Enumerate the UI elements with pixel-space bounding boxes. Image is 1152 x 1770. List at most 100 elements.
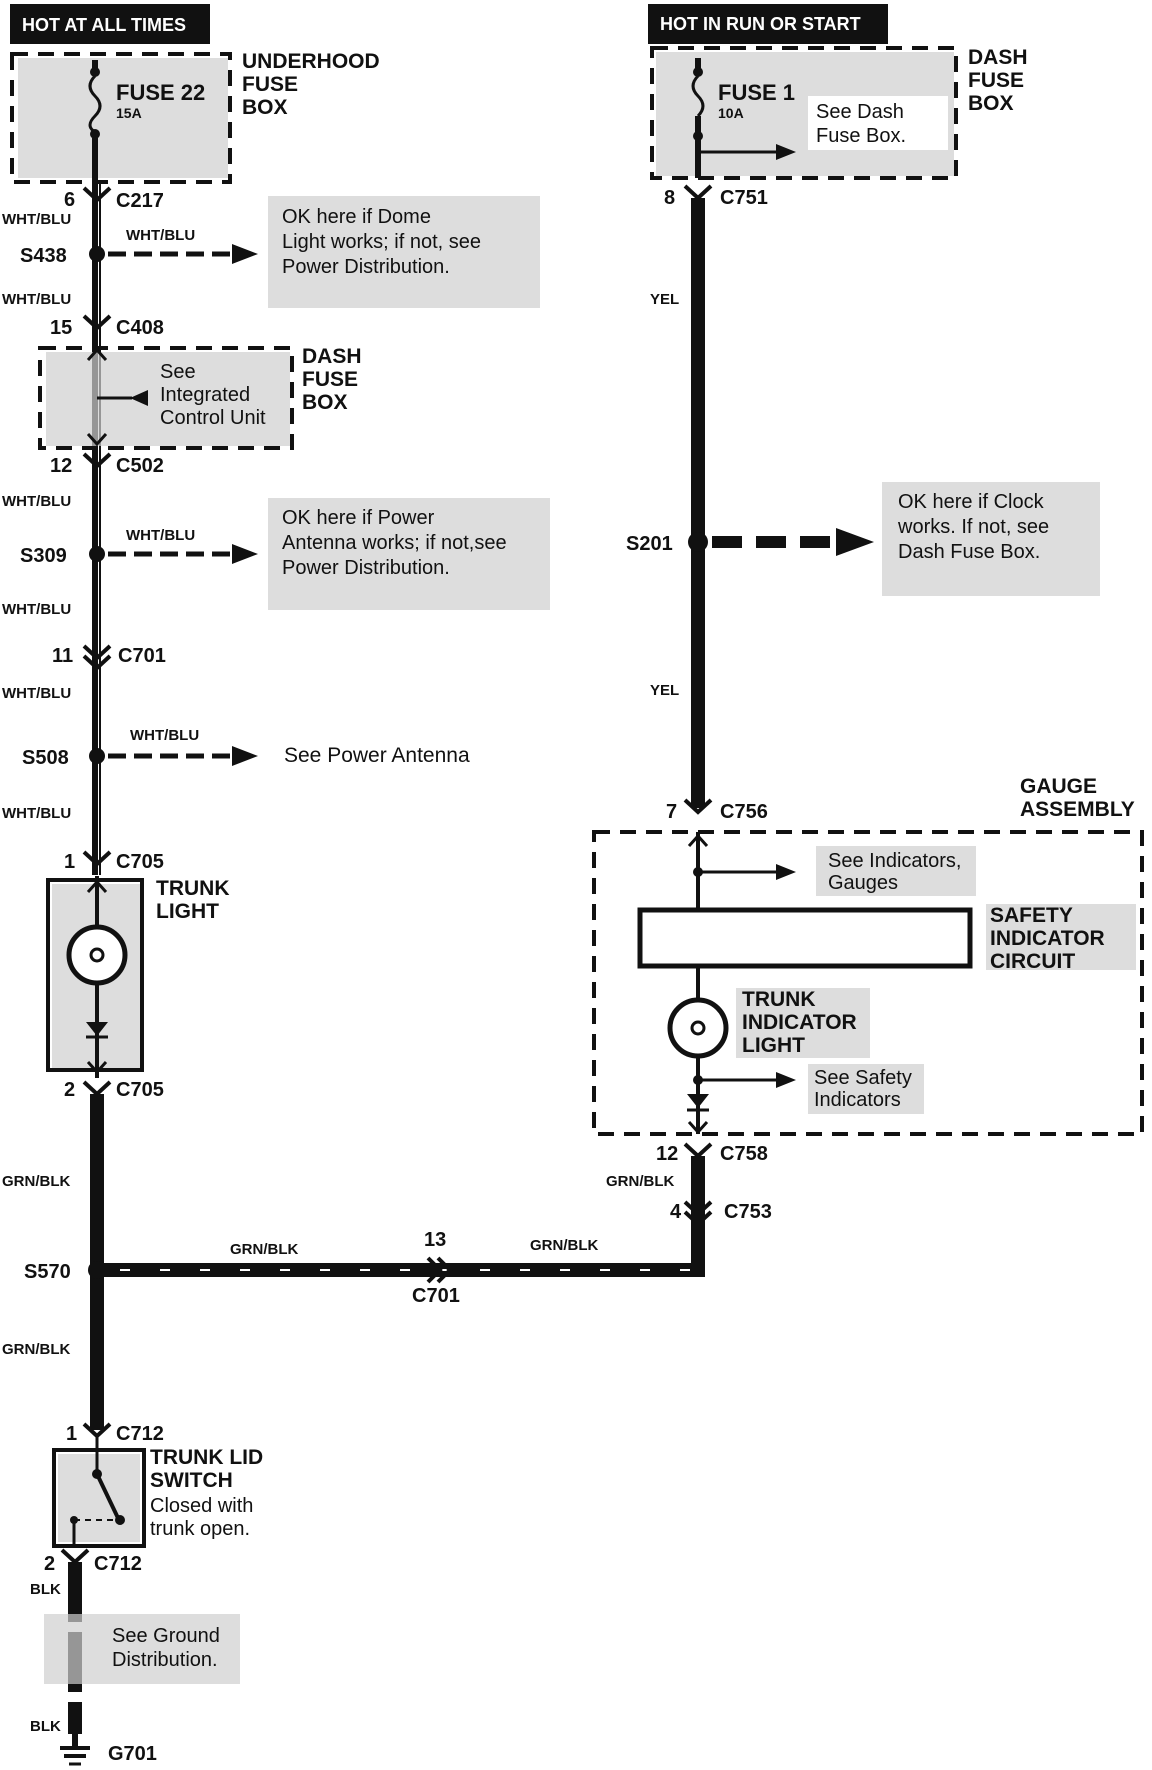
text-line: SAFETY <box>990 904 1073 927</box>
connector-c705-top-icon <box>82 850 112 867</box>
connector-c217-icon <box>82 186 112 203</box>
connector-c705-bot-icon <box>82 1080 112 1097</box>
connector-c758-icon <box>683 1142 713 1159</box>
s570-label: S570 <box>24 1261 71 1283</box>
text-line: OK here if Clock <box>898 491 1045 513</box>
text-line: Power Distribution. <box>282 557 450 579</box>
s309-label: S309 <box>20 545 67 567</box>
c705-bot-label: C705 <box>116 1079 164 1101</box>
wire-label-c502: WHT/BLU <box>2 493 71 510</box>
gauge-assembly-box <box>592 830 1144 1136</box>
fuse-22-rating: 15A <box>116 105 142 121</box>
c756-pin: 7 <box>666 801 677 823</box>
c758-label: C758 <box>720 1143 768 1165</box>
s201-label: S201 <box>626 533 673 555</box>
text-line: Power Distribution. <box>282 256 450 278</box>
wire-label-grn-blk-right: GRN/BLK <box>606 1173 674 1190</box>
s508-label: S508 <box>22 747 69 769</box>
c753-label: C753 <box>724 1201 772 1223</box>
connector-c408-icon <box>82 314 112 331</box>
text-line: BOX <box>242 96 288 119</box>
text-line: See Dash <box>816 101 904 123</box>
text-line: FUSE <box>302 368 358 391</box>
connector-c502-icon <box>82 452 112 469</box>
bottom-c701-pin: 13 <box>424 1229 446 1251</box>
connector-c751-icon <box>683 184 713 201</box>
fuse-22-label: FUSE 22 <box>116 80 205 105</box>
text-line: Antenna works; if not,see <box>282 532 507 554</box>
gauge-internal-wiring <box>687 832 796 1135</box>
header-right: HOT IN RUN OR START <box>660 14 861 34</box>
text-line: Integrated <box>160 384 250 406</box>
c502-label: C502 <box>116 455 164 477</box>
wire-label-s309-down: WHT/BLU <box>2 601 71 618</box>
wire-label-blk-1: BLK <box>30 1581 61 1598</box>
c705-bot-pin: 2 <box>64 1079 75 1101</box>
wire-label-s508-down: WHT/BLU <box>2 805 71 822</box>
text-line: TRUNK <box>742 988 816 1011</box>
wire-label-yel-2: YEL <box>650 682 679 699</box>
trunk-light-bulb-icon <box>66 876 128 1078</box>
underhood-fuse-box <box>10 52 232 184</box>
splice-s508 <box>89 748 105 764</box>
c712-bot-pin: 2 <box>44 1553 55 1575</box>
header-left: HOT AT ALL TIMES <box>22 15 186 35</box>
text-line: Indicators <box>814 1089 901 1111</box>
text-line: CIRCUIT <box>990 950 1075 973</box>
s309-arrow-icon <box>232 544 258 564</box>
text-line: Distribution. <box>112 1649 218 1671</box>
safety-indicator-circuit-box <box>637 907 973 969</box>
s201-arrow-icon <box>836 528 874 556</box>
c217-label: C217 <box>116 190 164 212</box>
text-line: SWITCH <box>150 1469 233 1492</box>
text-line: OK here if Power <box>282 507 435 529</box>
text-line: OK here if Dome <box>282 206 431 228</box>
dash-fuse-box-mid <box>38 346 294 450</box>
wire-label-yel-1: YEL <box>650 291 679 308</box>
wire-label-blk-2: BLK <box>30 1718 61 1735</box>
text-line: trunk open. <box>150 1518 250 1540</box>
splice-s201 <box>688 532 708 552</box>
s508-note: See Power Antenna <box>284 744 470 767</box>
s508-wire-label: WHT/BLU <box>130 727 199 744</box>
wire-label-grn-blk-2: GRN/BLK <box>2 1341 70 1358</box>
c751-pin: 8 <box>664 187 675 209</box>
text-line: LIGHT <box>742 1034 805 1057</box>
ground-g701-icon <box>60 1734 90 1766</box>
text-line: ASSEMBLY <box>1020 798 1135 821</box>
splice-s309 <box>89 546 105 562</box>
text-line: See Safety <box>814 1067 912 1089</box>
trunk-lid-switch-box <box>52 1448 146 1548</box>
left-wire-wht-blu <box>92 182 101 875</box>
fuse-1-rating: 10A <box>718 105 744 121</box>
c217-pin: 6 <box>64 189 75 211</box>
s438-arrow-icon <box>232 244 258 264</box>
c712-top-label: C712 <box>116 1423 164 1445</box>
text-line: See Ground <box>112 1625 220 1647</box>
text-line: FUSE <box>242 73 298 96</box>
text-line: Dash Fuse Box. <box>898 541 1040 563</box>
s309-wire-label: WHT/BLU <box>126 527 195 544</box>
text-line: See <box>160 361 196 383</box>
c502-pin: 12 <box>50 455 72 477</box>
c753-pin: 4 <box>670 1201 682 1223</box>
connector-c753-icon <box>683 1200 713 1227</box>
bottom-wire-label-left: GRN/BLK <box>230 1241 298 1258</box>
wire-label-s438-down: WHT/BLU <box>2 291 71 308</box>
text-line: INDICATOR <box>990 927 1105 950</box>
c701-pin: 11 <box>52 645 73 667</box>
